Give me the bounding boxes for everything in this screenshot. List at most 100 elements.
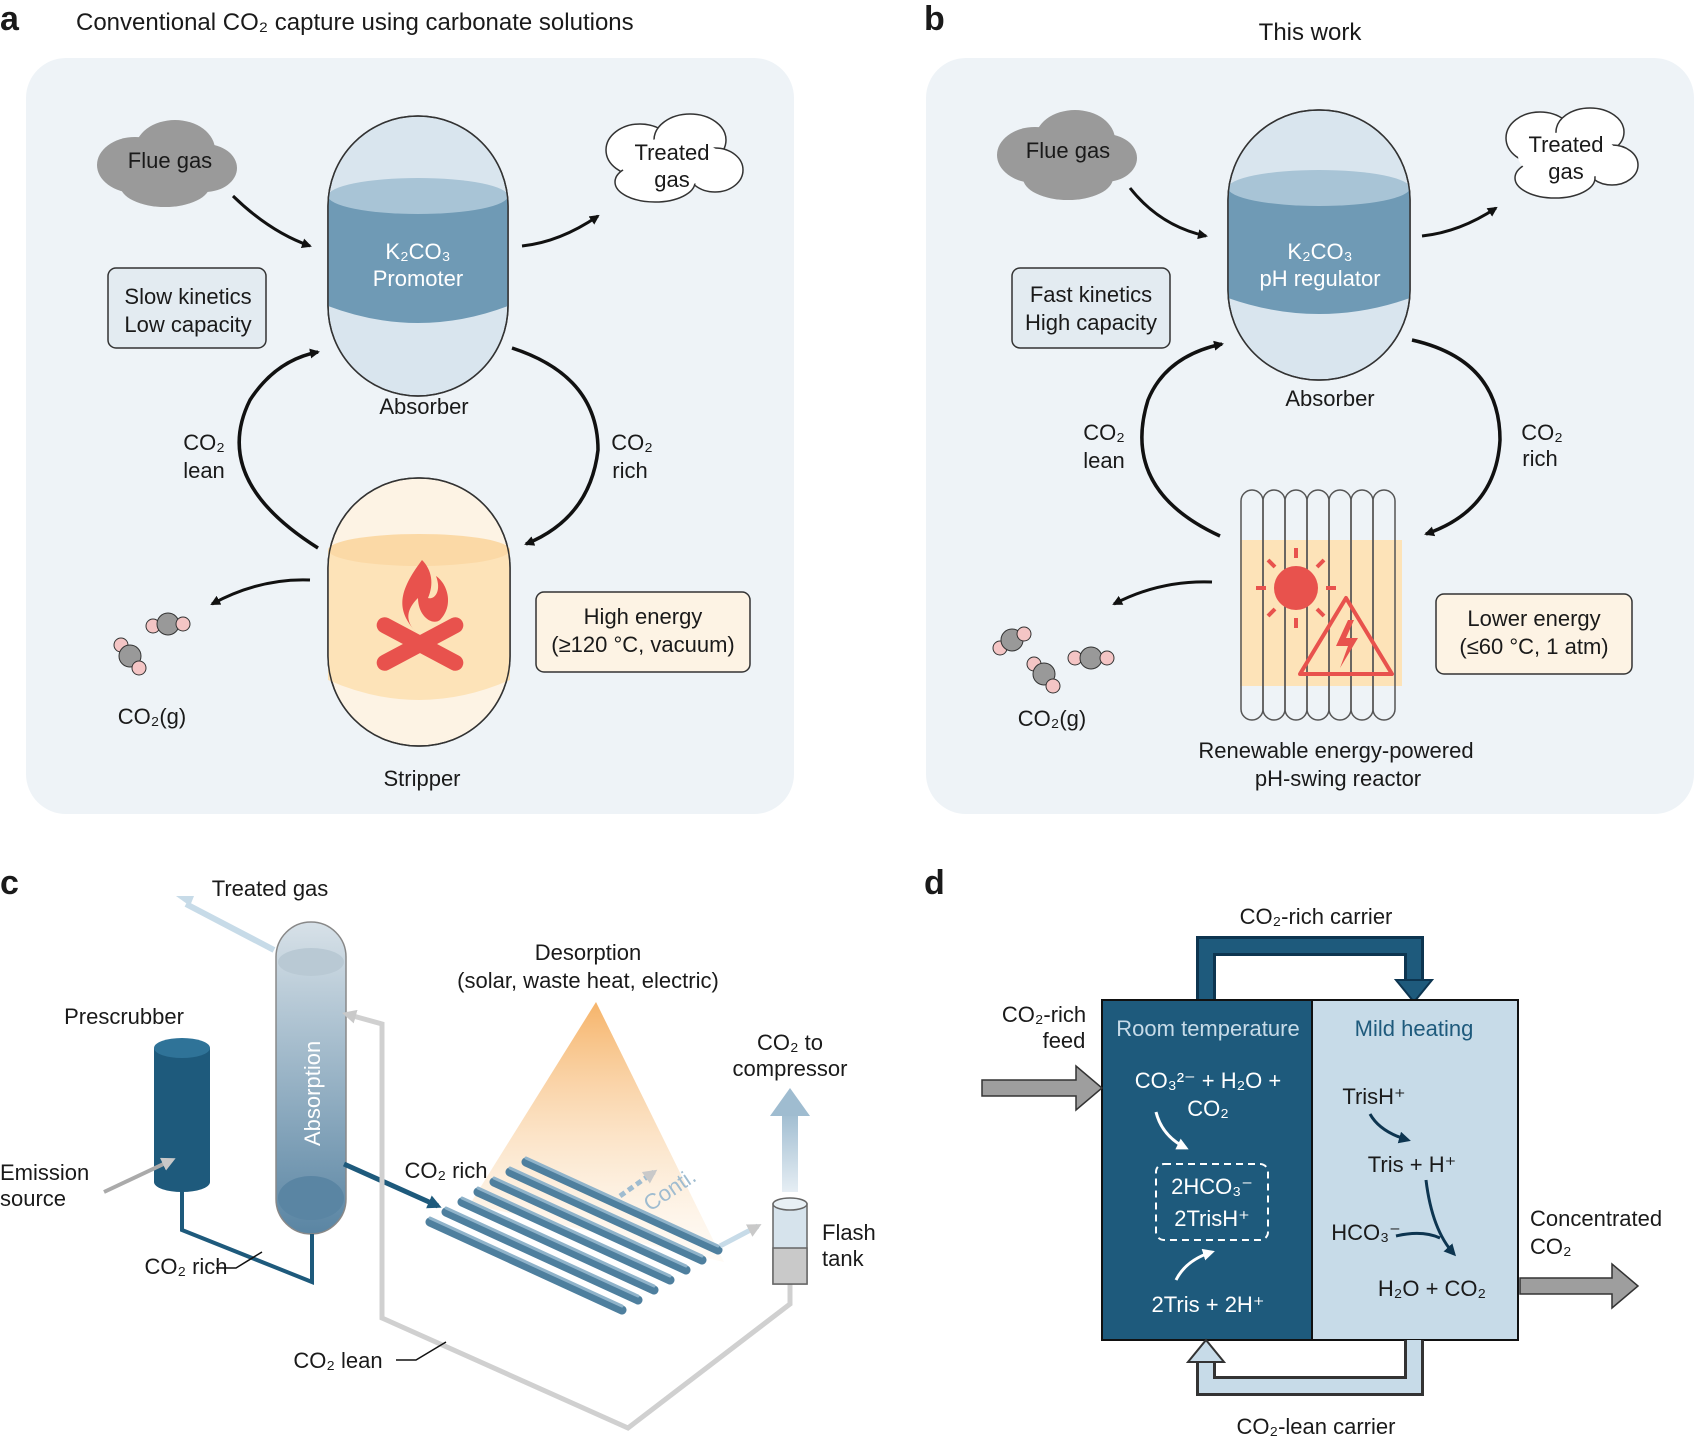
co2-gas-label: CO₂(g) (118, 704, 186, 729)
h2o-co2-label: H₂O + CO₂ (1378, 1276, 1486, 1301)
equation-1-line-1: CO₃²⁻ + H₂O + (1135, 1068, 1281, 1093)
stripper-vessel (327, 477, 511, 747)
prescrubber-to-absorber-pipe (180, 1186, 314, 1285)
absorber-regulator-label: pH regulator (1259, 266, 1380, 291)
mild-heating-label: Mild heating (1355, 1016, 1474, 1041)
emission-label-1: Emission (0, 1160, 89, 1185)
lean-return-arrow (1140, 340, 1224, 538)
flue-to-absorber-arrow (231, 194, 312, 249)
panel-letter-b: b (924, 0, 945, 38)
tris-h-label: Tris + H⁺ (1368, 1152, 1456, 1177)
kinetics-box (1011, 267, 1171, 349)
fire-icon (376, 560, 464, 671)
absorber-vessel (327, 115, 509, 397)
rich-carrier-label: CO₂-rich carrier (1240, 904, 1393, 929)
panel-b: b This work Flue gas Treated gas K₂CO₃ p… (924, 0, 1694, 814)
absorber-promoter-label: Promoter (373, 266, 463, 291)
co2-lean-label: CO₂ lean (293, 1348, 382, 1373)
reactor-label-1: Renewable energy-powered (1198, 738, 1473, 763)
panel-a: a Conventional CO₂ capture using carbona… (0, 0, 794, 814)
release-arrow (1424, 1179, 1457, 1257)
flue-gas-label: Flue gas (1026, 138, 1110, 163)
co2-rich-label-1: CO₂ (1521, 420, 1563, 445)
emission-arrow (103, 1157, 176, 1194)
tube-reactor-array (425, 1157, 723, 1315)
continuous-flow-arrow (618, 1169, 658, 1199)
reactor-label-2: pH-swing reactor (1255, 766, 1421, 791)
product-line-1: 2HCO₃⁻ (1171, 1174, 1253, 1199)
hco3-label: HCO₃⁻ (1331, 1220, 1400, 1245)
absorber-label: Absorber (379, 394, 468, 419)
absorber-chemical-label: K₂CO₃ (385, 239, 450, 264)
concentrated-output-arrow (1519, 1262, 1640, 1310)
dissociation-arrow (1368, 1113, 1411, 1144)
absorber-to-treated-arrow (1421, 206, 1498, 238)
room-temperature-section (1101, 999, 1313, 1341)
desorption-label-1: Desorption (535, 940, 641, 965)
feed-label-2: feed (1043, 1028, 1086, 1053)
flue-gas-cloud-icon (97, 120, 237, 207)
rich-to-stripper-arrow (511, 346, 600, 546)
panel-letter-d: d (924, 864, 945, 902)
mild-heating-section (1311, 999, 1519, 1341)
energy-box (535, 591, 751, 673)
co2-molecule-icon (113, 612, 191, 676)
energy-line-1: Lower energy (1467, 606, 1600, 631)
co2-lean-label-1: CO₂ (1083, 420, 1125, 445)
treated-gas-label-2: gas (654, 167, 689, 192)
co2-molecule-icon (992, 626, 1115, 694)
co2-lean-label-2: lean (1083, 448, 1125, 473)
co2-rich-pipe-label: CO₂ rich (404, 1158, 487, 1183)
rich-to-reactor-pipe (342, 1161, 442, 1209)
desorption-label-2: (solar, waste heat, electric) (457, 968, 719, 993)
sun-icon (1256, 548, 1336, 628)
rich-to-reactor-arrow (1411, 338, 1502, 537)
emission-label-2: source (0, 1186, 66, 1211)
feed-arrow (981, 1064, 1104, 1112)
panel-a-title: Conventional CO₂ capture using carbonate… (76, 9, 634, 36)
absorption-column (275, 921, 347, 1235)
kinetics-line-1: Slow kinetics (124, 284, 251, 309)
reaction-arrow-2 (1174, 1248, 1215, 1281)
reaction-arrow-1 (1154, 1111, 1189, 1150)
flash-tank (772, 1197, 808, 1285)
flue-to-absorber-arrow (1128, 187, 1208, 240)
equation-1-line-2: CO₂ (1187, 1096, 1229, 1121)
flue-gas-cloud-icon (997, 110, 1137, 200)
prescrubber-column (154, 1038, 210, 1192)
energy-box (1435, 593, 1633, 675)
rich-carrier-loop-outline (1196, 936, 1424, 1004)
absorber-label-b: Absorber (1285, 386, 1374, 411)
co2-lean-label-1: CO₂ (183, 430, 225, 455)
treated-gas-label: Treated gas (212, 876, 329, 901)
treated-gas-arrow (184, 901, 276, 953)
electricity-warning-icon (1298, 596, 1394, 676)
concentrated-label-1: Concentrated (1530, 1206, 1662, 1231)
kinetics-line-2: Low capacity (124, 312, 251, 337)
co2-to-label-2: compressor (733, 1056, 848, 1081)
absorber-chemical-label: K₂CO₃ (1287, 239, 1352, 264)
feed-label-1: CO₂-rich (1002, 1002, 1086, 1027)
panel-letter-a: a (0, 0, 20, 38)
co2-release-arrow (210, 578, 311, 606)
product-box (1155, 1163, 1269, 1241)
lean-return-arrow (342, 1009, 385, 1060)
co2-rich-label-1: CO₂ (611, 430, 653, 455)
panel-c: c Treated gas Prescrubber Emission sourc… (0, 864, 876, 1431)
energy-line-2: (≥120 °C, vacuum) (551, 632, 735, 657)
lean-loop-pipe (379, 1024, 793, 1431)
kinetics-line-2: High capacity (1025, 310, 1157, 335)
stripper-label: Stripper (383, 766, 460, 791)
trish-label: TrisH⁺ (1342, 1084, 1405, 1109)
concentrated-label-2: CO₂ (1530, 1234, 1572, 1259)
co2-gas-label: CO₂(g) (1018, 706, 1086, 731)
co2-lean-label-2: lean (183, 458, 225, 483)
product-line-2: 2TrisH⁺ (1174, 1206, 1250, 1231)
co2-release-arrow (1112, 580, 1213, 606)
flash-tank-label-1: Flash (822, 1220, 876, 1245)
co2-rich-bottom-label: CO₂ rich (144, 1254, 227, 1279)
equation-bottom: 2Tris + 2H⁺ (1152, 1292, 1265, 1317)
energy-line-1: High energy (584, 604, 703, 629)
to-compressor-arrow (782, 1112, 798, 1192)
